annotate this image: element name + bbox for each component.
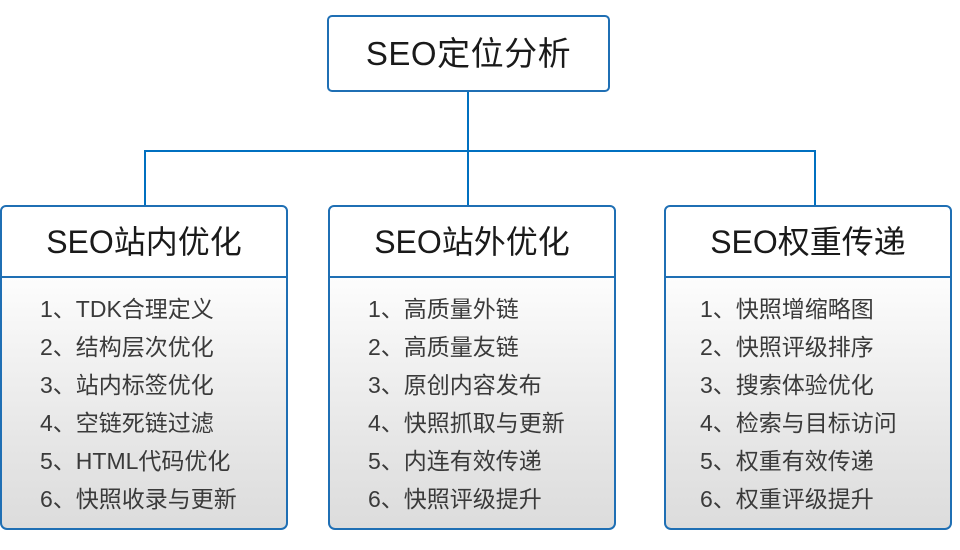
root-node-label: SEO定位分析 — [365, 35, 572, 72]
list-item: 2、高质量友链 — [368, 334, 519, 360]
branch-header-label-3: SEO权重传递 — [710, 223, 906, 260]
list-item: 4、快照抓取与更新 — [368, 410, 565, 436]
list-item: 2、快照评级排序 — [700, 334, 874, 360]
list-item: 1、TDK合理定义 — [40, 296, 214, 322]
branch-column-1: SEO站内优化 1、TDK合理定义 2、结构层次优化 3、站内标签优化 4、空链… — [0, 205, 288, 530]
list-item: 5、HTML代码优化 — [40, 448, 231, 474]
list-item: 3、搜索体验优化 — [700, 372, 874, 398]
branch-column-2: SEO站外优化 1、高质量外链 2、高质量友链 3、原创内容发布 4、快照抓取与… — [328, 205, 616, 530]
list-item: 6、快照评级提升 — [368, 486, 542, 512]
branch-header-1[interactable]: SEO站内优化 — [0, 205, 288, 278]
branch-header-label-2: SEO站外优化 — [374, 223, 570, 260]
root-node-seo-positioning-analysis[interactable]: SEO定位分析 — [327, 15, 610, 92]
list-item: 2、结构层次优化 — [40, 334, 214, 360]
list-item: 5、权重有效传递 — [700, 448, 874, 474]
branch-list-3: 1、快照增缩略图 2、快照评级排序 3、搜索体验优化 4、检索与目标访问 5、权… — [664, 278, 952, 530]
branch-header-2[interactable]: SEO站外优化 — [328, 205, 616, 278]
list-item: 3、原创内容发布 — [368, 372, 542, 398]
branch-list-2: 1、高质量外链 2、高质量友链 3、原创内容发布 4、快照抓取与更新 5、内连有… — [328, 278, 616, 530]
list-item: 3、站内标签优化 — [40, 372, 214, 398]
list-item: 1、快照增缩略图 — [700, 296, 874, 322]
branch-list-1: 1、TDK合理定义 2、结构层次优化 3、站内标签优化 4、空链死链过滤 5、H… — [0, 278, 288, 530]
list-item: 4、检索与目标访问 — [700, 410, 897, 436]
list-item: 1、高质量外链 — [368, 296, 519, 322]
list-item: 4、空链死链过滤 — [40, 410, 214, 436]
branch-header-label-1: SEO站内优化 — [46, 223, 242, 260]
list-item: 5、内连有效传递 — [368, 448, 542, 474]
list-item: 6、权重评级提升 — [700, 486, 874, 512]
list-item: 6、快照收录与更新 — [40, 486, 237, 512]
branch-header-3[interactable]: SEO权重传递 — [664, 205, 952, 278]
connector-drop-branch-1 — [144, 150, 146, 206]
connector-root-stem — [467, 92, 469, 151]
branch-column-3: SEO权重传递 1、快照增缩略图 2、快照评级排序 3、搜索体验优化 4、检索与… — [664, 205, 952, 530]
connector-horizontal-bus — [144, 150, 816, 152]
connector-drop-branch-3 — [814, 150, 816, 206]
connector-drop-branch-2 — [467, 150, 469, 206]
